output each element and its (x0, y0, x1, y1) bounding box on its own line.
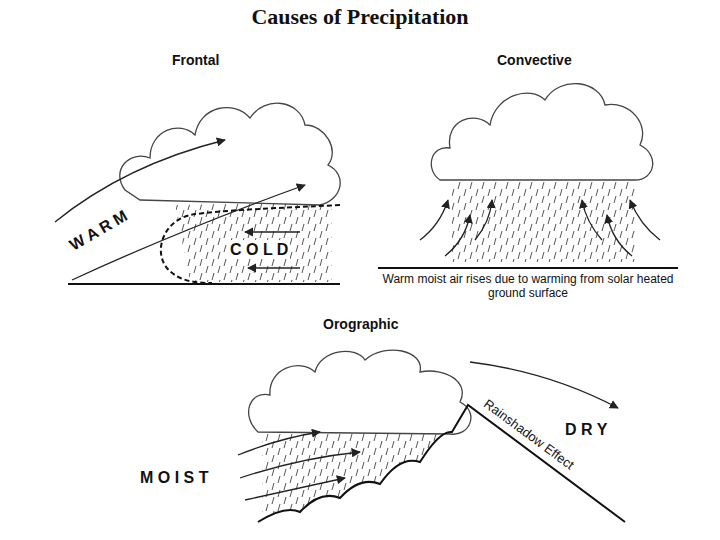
air-mass-label: C O L D (228, 240, 290, 259)
rising-air-arrow (582, 200, 602, 240)
panel-heading: Convective (497, 52, 572, 69)
moist-air-arrow (245, 478, 345, 500)
process-note: Warm moist air rises due to warming from… (380, 272, 676, 301)
rising-air-arrow (607, 215, 632, 256)
ground-line (68, 283, 340, 285)
convective-rain (452, 182, 636, 262)
panel-heading: Orographic (323, 316, 398, 333)
warm-air-arrow (55, 140, 225, 222)
convective-cloud (431, 84, 652, 180)
air-mass-label: M O I S T (140, 468, 208, 487)
air-mass-label: D R Y (565, 420, 607, 439)
convective-panel (378, 84, 678, 268)
cold-air-arrow (245, 231, 300, 232)
rising-air-arrow (445, 215, 470, 256)
orographic-cloud (249, 350, 471, 434)
orographic-rain (262, 432, 452, 520)
moist-air-arrow (240, 452, 360, 478)
panel-heading: Frontal (172, 52, 219, 69)
cold-front-boundary (161, 205, 340, 283)
rising-air-arrow (475, 200, 492, 240)
ground-line (378, 267, 678, 269)
cold-air-arrow (248, 267, 300, 268)
orographic-panel (238, 350, 625, 522)
frontal-rain (175, 202, 332, 282)
rising-air-arrow (630, 200, 660, 240)
frontal-panel (55, 103, 340, 284)
diagram-title: Causes of Precipitation (0, 4, 720, 30)
frontal-cloud (120, 103, 340, 205)
air-mass-label: W A R M (66, 206, 131, 254)
effect-label: Rainshadow Effect (481, 396, 577, 473)
rising-air-arrow (420, 200, 448, 240)
moist-air-arrow (238, 432, 320, 455)
